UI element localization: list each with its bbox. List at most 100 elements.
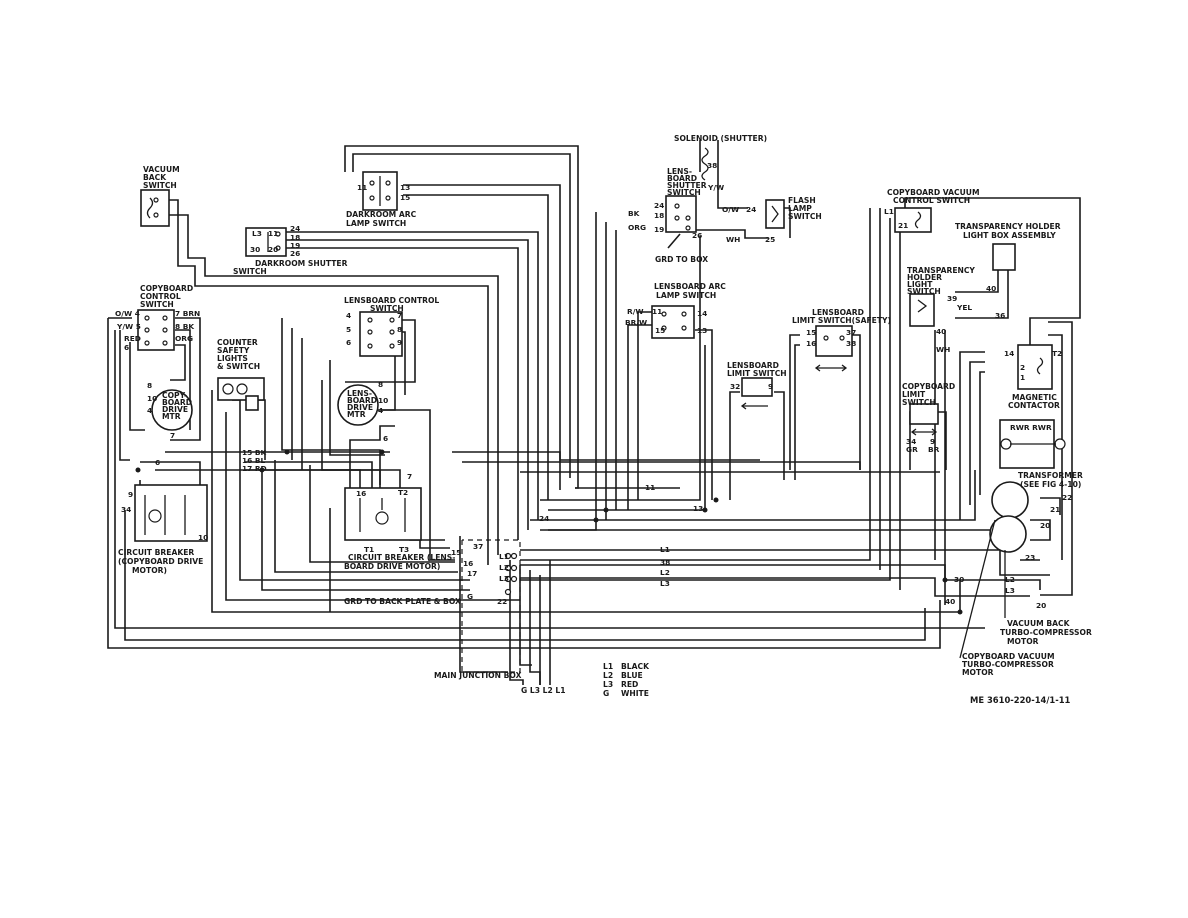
vacuum-back-switch (140, 189, 170, 227)
svg-text:26: 26 (692, 231, 702, 240)
label-grd-to-box: GRD TO BOX (655, 255, 708, 264)
svg-text:SWITCH: SWITCH (667, 188, 701, 197)
label-supply-leads: G L3 L2 L1 (521, 686, 566, 695)
svg-text:SWITCH: SWITCH (788, 212, 822, 221)
svg-text:11: 11 (652, 307, 662, 316)
svg-text:O/W 4: O/W 4 (115, 309, 140, 318)
svg-text:15: 15 (655, 326, 665, 335)
svg-text:GR: GR (906, 445, 918, 454)
svg-text:WHITE: WHITE (621, 689, 649, 698)
svg-text:10: 10 (378, 396, 388, 405)
darkroom-arc-lamp-switch (362, 171, 398, 211)
svg-text:LIMIT: LIMIT (902, 390, 926, 399)
svg-text:(SEE FIG 4-10): (SEE FIG 4-10) (1020, 480, 1081, 489)
wiring-harness (107, 140, 1081, 685)
svg-text:7: 7 (170, 431, 175, 440)
svg-text:15: 15 (400, 193, 410, 202)
junction-terminals (504, 552, 518, 596)
svg-text:1: 1 (1020, 373, 1025, 382)
label-copyboard-limit: COPYBOARD (902, 382, 955, 391)
svg-text:15: 15 (451, 548, 461, 557)
label-lensboard-control-switch: LENSBOARD CONTROL (344, 296, 439, 305)
svg-text:SWITCH: SWITCH (140, 300, 174, 309)
svg-text:24: 24 (746, 205, 756, 214)
svg-text:30: 30 (250, 245, 260, 254)
svg-text:LIMIT SWITCH: LIMIT SWITCH (727, 369, 787, 378)
label-cb-lensboard: CIRCUIT BREAKER (LENS- (348, 553, 455, 562)
svg-text:SWITCH: SWITCH (233, 267, 267, 276)
label-copyboard-vacuum-control: COPYBOARD VACUUM (887, 188, 980, 197)
svg-text:LAMP SWITCH: LAMP SWITCH (346, 219, 406, 228)
svg-text:38: 38 (846, 339, 856, 348)
svg-text:34: 34 (906, 437, 916, 446)
svg-text:40: 40 (936, 327, 946, 336)
copyboard-limit-switch (909, 403, 939, 436)
svg-text:39: 39 (947, 294, 957, 303)
svg-text:16: 16 (806, 339, 816, 348)
label-lensboard-shutter-switch: LENS- (667, 167, 692, 176)
svg-text:22: 22 (1062, 493, 1072, 502)
svg-text:11: 11 (357, 183, 367, 192)
terminal-strip (999, 419, 1066, 469)
copyboard-drive-motor (151, 389, 193, 431)
svg-text:MOTOR: MOTOR (1007, 637, 1039, 646)
svg-text:CONTROL: CONTROL (140, 292, 181, 301)
svg-text:40: 40 (986, 284, 996, 293)
svg-text:BOARD DRIVE MOTOR): BOARD DRIVE MOTOR) (344, 562, 440, 571)
svg-text:RED: RED (124, 334, 141, 343)
svg-text:13: 13 (693, 504, 703, 513)
label-copyboard-vacuum-turbo: COPYBOARD VACUUM (962, 652, 1055, 661)
label-lensboard-arc-lamp: LENSBOARD ARC (654, 282, 726, 291)
svg-text:DRIVE: DRIVE (162, 405, 188, 414)
svg-text:10: 10 (147, 394, 157, 403)
solenoid-shutter (701, 147, 709, 181)
svg-text:24: 24 (654, 201, 664, 210)
svg-text:21: 21 (898, 221, 908, 230)
svg-text:13: 13 (697, 326, 707, 335)
svg-text:26: 26 (290, 249, 300, 258)
svg-text:20: 20 (1040, 521, 1050, 530)
svg-text:32: 32 (730, 382, 740, 391)
svg-text:DRIVE: DRIVE (347, 403, 373, 412)
svg-text:BOARD: BOARD (667, 174, 697, 183)
svg-text:LIGHTS: LIGHTS (217, 354, 248, 363)
svg-text:MOTOR): MOTOR) (132, 566, 167, 575)
lensboard-shutter-switch (665, 195, 697, 233)
svg-text:SAFETY: SAFETY (217, 346, 250, 355)
svg-text:15: 15 (806, 328, 816, 337)
svg-text:T1: T1 (364, 545, 374, 554)
magnetic-contactor (1017, 344, 1053, 390)
label-darkroom-arc-lamp-switch: DARKROOM ARC (346, 210, 417, 219)
label-transparency-holder-light-box: TRANSPARENCY HOLDER (955, 222, 1061, 231)
svg-text:8 BK: 8 BK (175, 322, 194, 331)
svg-text:19: 19 (290, 241, 300, 250)
svg-text:RED: RED (621, 680, 638, 689)
svg-text:5: 5 (346, 325, 351, 334)
svg-text:4: 4 (378, 406, 383, 415)
svg-text:T2: T2 (398, 488, 408, 497)
svg-text:CONTROL SWITCH: CONTROL SWITCH (893, 196, 970, 205)
svg-text:13: 13 (400, 183, 410, 192)
svg-text:2: 2 (1020, 363, 1025, 372)
svg-text:21: 21 (1050, 505, 1060, 514)
svg-text:8: 8 (147, 381, 152, 390)
svg-text:17: 17 (467, 569, 477, 578)
vacuum-back-turbo-motor (989, 515, 1027, 553)
svg-text:24: 24 (290, 224, 300, 233)
svg-text:Y/W: Y/W (707, 183, 724, 192)
lensboard-limit-switch (740, 377, 773, 410)
svg-text:15 BK: 15 BK (242, 448, 266, 457)
svg-text:4: 4 (346, 311, 351, 320)
svg-text:(COPYBOARD DRIVE: (COPYBOARD DRIVE (118, 557, 203, 566)
svg-text:4: 4 (147, 406, 152, 415)
svg-text:LAMP SWITCH: LAMP SWITCH (656, 291, 716, 300)
svg-text:6: 6 (155, 458, 160, 467)
figure-id: ME 3610-220-14/1-11 (970, 695, 1071, 705)
svg-text:16: 16 (463, 559, 473, 568)
svg-text:11: 11 (645, 483, 655, 492)
circuit-breaker-copyboard (134, 484, 208, 542)
transparency-holder-light-box (992, 243, 1016, 271)
svg-text:LIMIT SWITCH(SAFETY): LIMIT SWITCH(SAFETY) (792, 316, 891, 325)
svg-text:10: 10 (198, 533, 208, 542)
svg-text:16 BL: 16 BL (242, 456, 265, 465)
